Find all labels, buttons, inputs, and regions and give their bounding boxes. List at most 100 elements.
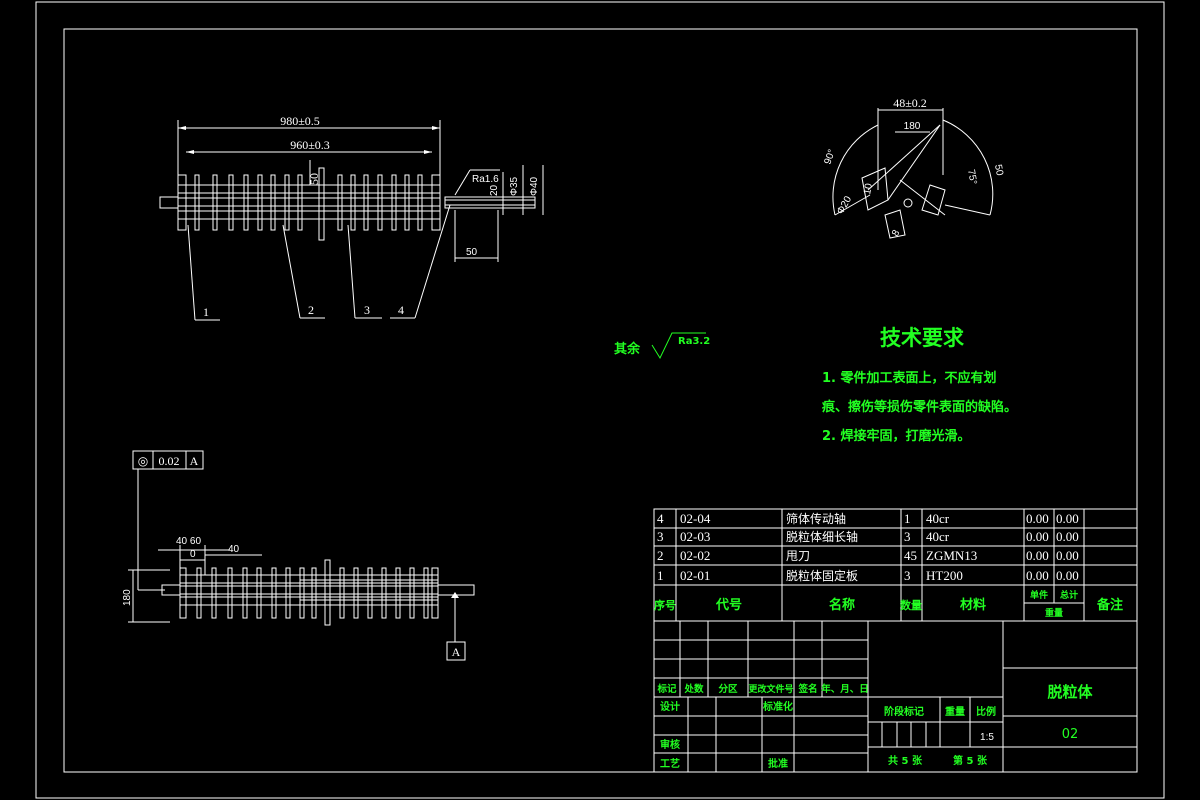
- blade: [194, 174, 200, 231]
- parts-cell-qty: 1: [904, 511, 911, 526]
- parts-cell-total: 0.00: [1056, 529, 1079, 544]
- blade: [242, 567, 248, 619]
- dim-overall-length: 980±0.5: [280, 114, 320, 128]
- hdr-remark: 备注: [1096, 597, 1123, 613]
- blade: [257, 174, 263, 231]
- parts-cell-material: 40cr: [926, 529, 950, 544]
- tb-design: 设计: [660, 700, 680, 713]
- blade: [297, 174, 303, 231]
- tolerance-datum: A: [190, 454, 199, 468]
- parts-cell-material: ZGMN13: [926, 548, 977, 563]
- hdr-material: 材料: [960, 597, 986, 613]
- parts-cell-unit: 0.00: [1026, 548, 1049, 563]
- hdr-code: 代号: [715, 597, 742, 613]
- side-view: 48±0.2 180 90° 75° 50 Φ20 10 8: [822, 96, 1005, 239]
- parts-cell-name: 脱粒体细长轴: [786, 529, 858, 544]
- blade: [381, 567, 387, 619]
- parts-cell-total: 0.00: [1056, 511, 1079, 526]
- parts-cell-code: 02-02: [680, 548, 710, 563]
- title-block: 标记 处数 分区 更改文件号 签名 年、月、日 设计 标准化 阶段标记 重量 比…: [653, 620, 1138, 773]
- blade: [395, 567, 401, 619]
- dim-8-side: 8: [890, 228, 903, 239]
- parts-cell-unit: 0.00: [1026, 529, 1049, 544]
- dim-40: Φ40: [529, 176, 540, 196]
- dim-50-side: 50: [992, 164, 1005, 177]
- front-view: 980±0.5 960±0.3 50 Ra1.6 20 Φ35 Φ40 50 1…: [159, 114, 544, 321]
- tb-scale: 比例: [976, 705, 996, 718]
- parts-cell-unit: 0.00: [1026, 568, 1049, 583]
- blade: [227, 567, 233, 619]
- hdr-qty: 数量: [900, 598, 922, 612]
- blade: [285, 567, 291, 619]
- dim-10-side: 10: [862, 182, 875, 195]
- tb-signature: 签名: [797, 683, 817, 695]
- blade: [284, 174, 290, 231]
- blade: [377, 174, 383, 231]
- roughness-mark: Ra1.6: [472, 174, 499, 185]
- tb-date: 年、月、日: [821, 683, 869, 695]
- tech-line-2: 痕、擦伤等损伤零件表面的缺陷。: [821, 399, 1017, 415]
- tb-approve: 批准: [768, 757, 788, 770]
- blade: [271, 567, 277, 619]
- parts-cell-material: 40cr: [926, 511, 950, 526]
- blade: [417, 174, 423, 231]
- tb-sheets: 共 5 张: [888, 754, 923, 767]
- datum-box: [446, 641, 466, 661]
- blade: [391, 174, 397, 231]
- dim-35: Φ35: [509, 176, 520, 196]
- blade: [353, 567, 359, 619]
- parts-cell-no: 4: [657, 511, 664, 526]
- outer-frame: [35, 1, 1165, 799]
- dim-0: 0: [190, 549, 196, 560]
- balloon-1: 1: [203, 305, 209, 319]
- hdr-weight: 重量: [1045, 607, 1063, 619]
- tb-zone: 分区: [718, 683, 738, 695]
- hdr-name: 名称: [829, 597, 855, 613]
- parts-cell-unit: 0.00: [1026, 511, 1049, 526]
- parts-cell-name: 筛体传动轴: [786, 511, 846, 526]
- tb-standard: 标准化: [762, 700, 793, 713]
- tb-review: 审核: [660, 738, 680, 751]
- dim-180-side: 180: [904, 121, 921, 132]
- tech-line-1: 1. 零件加工表面上，不应有划: [822, 370, 997, 386]
- surface-note-label: 其余: [614, 341, 641, 357]
- parts-cell-name: 甩刀: [786, 549, 810, 563]
- dim-50-bottom: 50: [466, 247, 478, 258]
- tech-requirements: 技术要求 1. 零件加工表面上，不应有划 痕、擦伤等损伤零件表面的缺陷。 2. …: [821, 326, 1017, 444]
- tb-count: 处数: [683, 683, 704, 695]
- bottom-view: ◎ 0.02 A 40 60 0 40 180 A: [122, 450, 475, 661]
- parts-cell-name: 脱粒体固定板: [786, 568, 858, 583]
- blade: [212, 174, 218, 231]
- blade: [311, 567, 317, 619]
- parts-cell-qty: 3: [904, 529, 911, 544]
- parts-cell-material: HT200: [926, 568, 963, 583]
- blade: [270, 174, 276, 231]
- blade: [228, 174, 234, 231]
- balloon-4: 4: [398, 303, 404, 317]
- dim-180-bottom: 180: [122, 589, 133, 606]
- tolerance-frame: [132, 450, 204, 470]
- hdr-unit: 单件: [1030, 589, 1048, 601]
- tb-drawing-no: 02: [1062, 727, 1079, 742]
- tb-drawing-name: 脱粒体: [1047, 683, 1093, 701]
- parts-cell-total: 0.00: [1056, 568, 1079, 583]
- angle-75: 75°: [965, 169, 978, 186]
- tb-process: 工艺: [660, 757, 680, 770]
- tb-scale-value: 1:5: [980, 732, 994, 743]
- blade: [363, 174, 369, 231]
- dim-width-48: 48±0.2: [893, 96, 927, 110]
- tb-weight: 重量: [945, 705, 965, 718]
- tb-mark: 标记: [656, 683, 677, 695]
- blade: [423, 567, 429, 619]
- blade: [409, 567, 415, 619]
- tb-stage: 阶段标记: [884, 705, 924, 718]
- dim-40-60: 40 60: [176, 536, 201, 547]
- parts-cell-code: 02-03: [680, 529, 710, 544]
- tech-title: 技术要求: [880, 326, 964, 350]
- blade: [339, 567, 345, 619]
- parts-cell-no: 1: [657, 568, 664, 583]
- blade: [299, 567, 305, 619]
- blade: [350, 174, 356, 231]
